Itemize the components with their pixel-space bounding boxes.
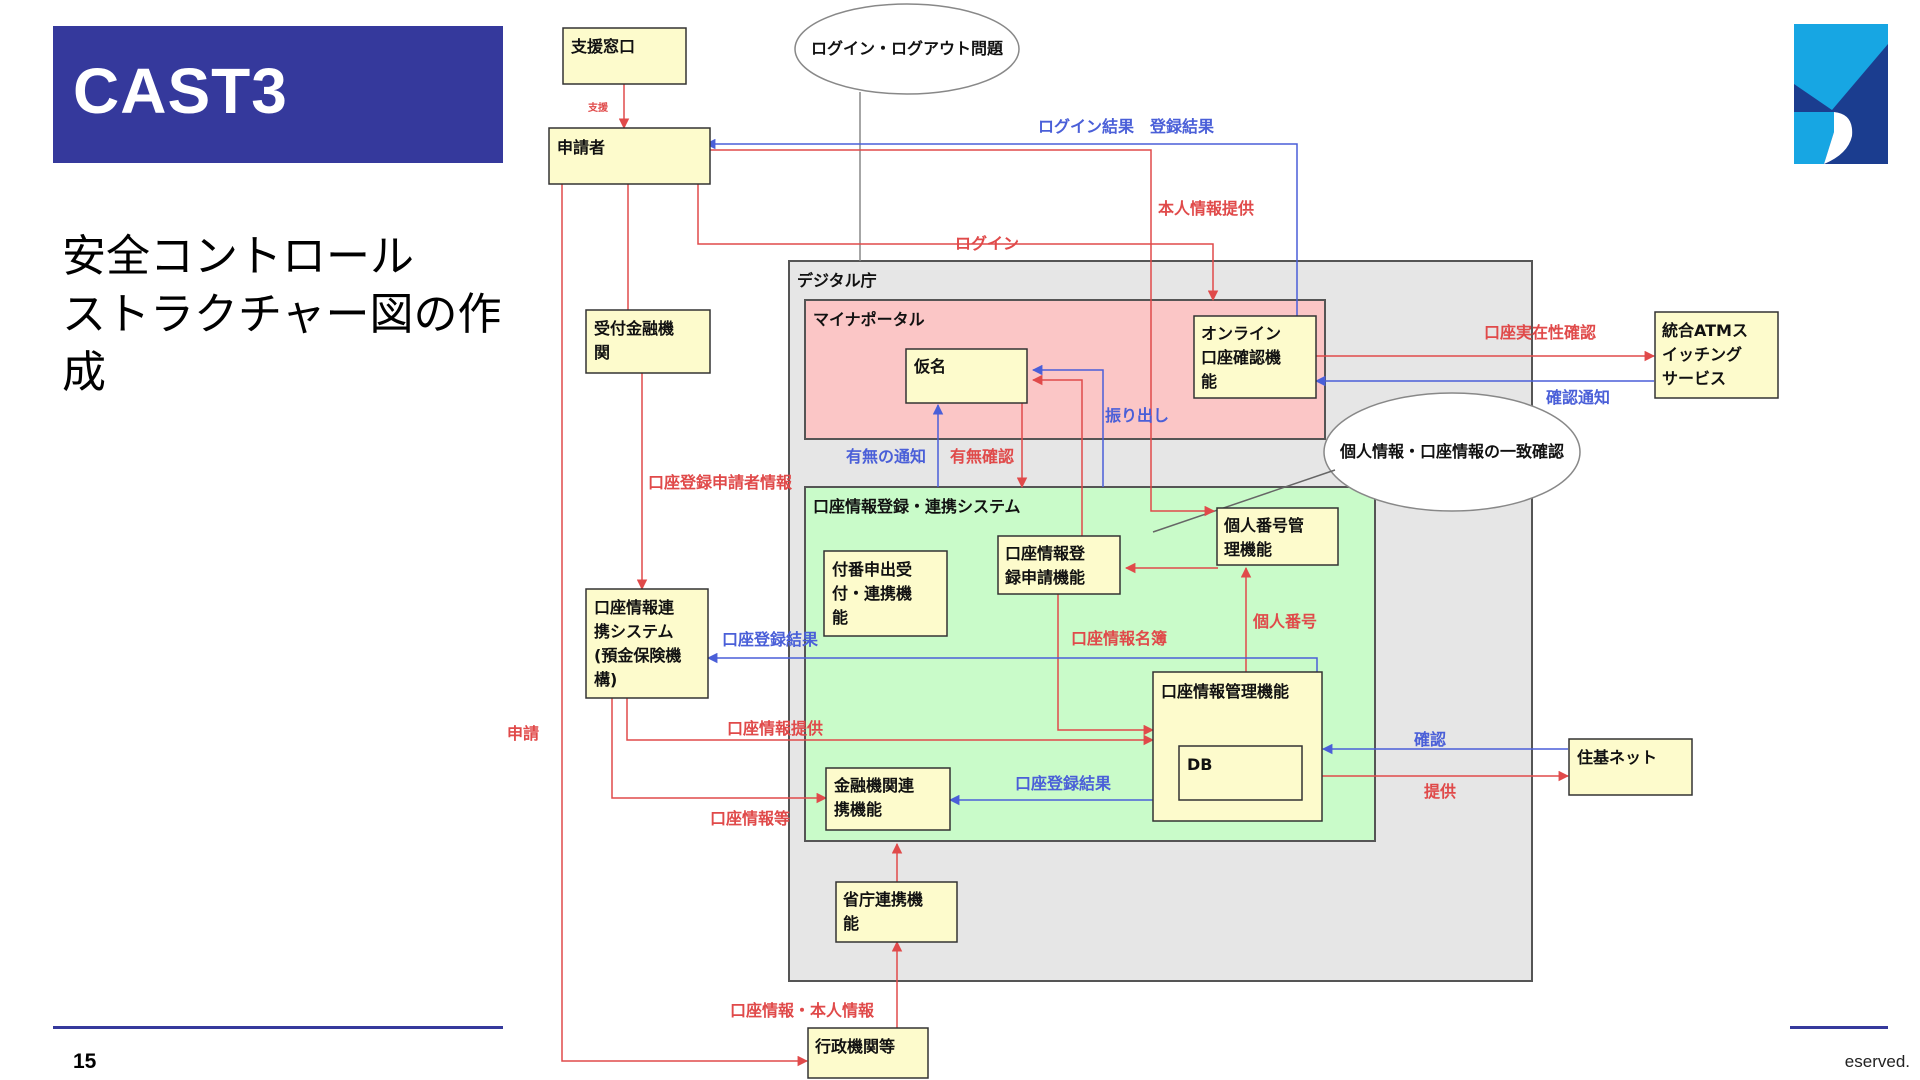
node-finlink-label-2: 携機能	[834, 800, 882, 819]
subtitle-line-1: 安全コントロール	[62, 231, 414, 282]
node-account-link-system: 口座情報連 携システム (預金保険機 構)	[585, 588, 709, 699]
edge-registration-kamei	[1031, 374, 1083, 536]
company-logo-icon	[1794, 24, 1888, 164]
edge-label-personal-info-provide: 本人情報提供	[1158, 199, 1254, 218]
edge-label-account-info-provide: 口座情報提供	[727, 719, 823, 738]
node-applicant-label: 申請者	[557, 138, 605, 157]
slide-title: CAST3	[73, 55, 288, 127]
edge-label-account-existence-check: 口座実在性確認	[1484, 323, 1596, 342]
edge-label-presence-notice: 有無の通知	[846, 447, 926, 466]
node-atm-label-2: イッチング	[1662, 345, 1742, 364]
edge-transfer	[1031, 364, 1104, 487]
node-mynumber-label-1: 個人番号管	[1223, 516, 1304, 535]
node-financial-link: 金融機関連 携機能	[825, 767, 951, 831]
account-system-label: 口座情報登録・連携システム	[813, 497, 1021, 516]
digital-agency-label: デジタル庁	[797, 271, 877, 290]
footer-rule-left	[53, 1026, 503, 1029]
node-jukinet-label: 住基ネット	[1577, 748, 1657, 767]
copyright-fragment: eserved.	[1844, 1052, 1910, 1071]
edge-label-presence-check: 有無確認	[950, 447, 1014, 466]
edge-label-account-info-etc: 口座情報等	[710, 809, 790, 828]
edge-label-account-name-list: 口座情報名簿	[1071, 629, 1167, 648]
node-account-link-label-3: (預金保険機	[594, 646, 681, 665]
node-account-link-label-1: 口座情報連	[594, 598, 675, 617]
node-numbering-label-3: 能	[832, 608, 848, 627]
node-admin-orgs: 行政機関等	[807, 1027, 929, 1079]
edge-label-personal-number: 個人番号	[1252, 612, 1317, 631]
slide-subtitle: 安全コントロール ストラクチャー図の作成	[62, 228, 522, 402]
node-registration-label-1: 口座情報登	[1005, 544, 1086, 563]
edge-login	[697, 184, 1219, 302]
node-online-check: オンライン 口座確認機 能	[1193, 315, 1317, 399]
node-account-link-label-4: 構)	[594, 670, 617, 689]
edge-login-result	[704, 138, 1298, 316]
subtitle-line-2: ストラクチャー図の作成	[62, 289, 502, 398]
node-admin-orgs-label: 行政機関等	[814, 1037, 895, 1056]
node-receiving-bank-label-1: 受付金融機	[594, 319, 674, 338]
node-db: DB	[1178, 745, 1303, 801]
edge-apply	[561, 184, 809, 1067]
node-kamei-label: 仮名	[913, 357, 946, 376]
edge-account-reg-result-1	[706, 652, 1318, 672]
edge-label-transfer: 振り出し	[1105, 406, 1169, 425]
node-registration: 口座情報登 録申請機能	[997, 535, 1121, 595]
node-support-desk: 支援窓口	[562, 27, 687, 85]
mynaportal-label: マイナポータル	[813, 310, 925, 329]
edge-label-account-reg-result-2: 口座登録結果	[1015, 774, 1111, 793]
page-number: 15	[73, 1050, 97, 1073]
node-ministry-label-1: 省庁連携機	[842, 890, 923, 909]
login-logout-ellipse-text: ログイン・ログアウト問題	[811, 39, 1004, 58]
consistency-ellipse-text: 個人情報・口座情報の一致確認	[1339, 442, 1564, 461]
edge-label-login: ログイン	[955, 234, 1019, 253]
node-ministry-label-2: 能	[843, 914, 859, 933]
edge-label-apply: 申請	[507, 724, 539, 743]
edge-label-account-personal-info: 口座情報・本人情報	[730, 1001, 875, 1020]
edge-label-account-reg-applicant-info: 口座登録申請者情報	[648, 473, 793, 492]
node-db-label: DB	[1187, 755, 1212, 774]
node-receiving-bank: 受付金融機 関	[585, 309, 711, 374]
edge-account-name-list	[1057, 584, 1155, 736]
edge-label-support: 支援	[587, 101, 609, 114]
node-receiving-bank-label-2: 関	[594, 343, 610, 362]
footer-rule-right	[1790, 1026, 1888, 1029]
edge-label-confirmation-notice: 確認通知	[1546, 388, 1610, 407]
node-mynumber-management: 個人番号管 理機能	[1216, 507, 1339, 566]
node-online-label-3: 能	[1201, 372, 1217, 391]
edge-personal-info-provide	[705, 149, 1216, 517]
node-jukinet: 住基ネット	[1568, 738, 1693, 796]
edge-label-login-result: ログイン結果 登録結果	[1038, 117, 1214, 136]
node-numbering-label-1: 付番申出受	[832, 560, 912, 579]
node-atm-label-1: 統合ATMス	[1662, 321, 1748, 340]
copyright-text: eserved.	[1790, 1052, 1910, 1076]
edge-account-info-etc	[611, 698, 828, 804]
node-management-label: 口座情報管理機能	[1161, 682, 1289, 701]
node-account-link-label-2: 携システム	[594, 622, 674, 641]
title-bar: CAST3	[53, 26, 503, 163]
edge-label-confirm: 確認	[1414, 730, 1446, 749]
node-numbering-label-2: 付・連携機	[832, 584, 912, 603]
node-online-label-2: 口座確認機	[1201, 348, 1281, 367]
node-mynumber-label-2: 理機能	[1224, 540, 1272, 559]
node-kamei: 仮名	[905, 348, 1028, 404]
edge-label-account-reg-result-1: 口座登録結果	[722, 630, 818, 649]
consistency-leader	[1152, 469, 1336, 533]
node-numbering: 付番申出受 付・連携機 能	[823, 550, 948, 637]
login-logout-ellipse	[794, 3, 1020, 95]
node-atm-switching: 統合ATMス イッチング サービス	[1654, 311, 1779, 399]
node-registration-label-2: 録申請機能	[1005, 568, 1085, 587]
node-ministry-link: 省庁連携機 能	[835, 881, 958, 943]
safety-control-structure-diagram: デジタル庁 マイナポータル 口座情報登録・連携システム ログイン・ログアウト問題…	[507, 3, 1779, 1079]
edge-account-info-provide	[626, 698, 1155, 746]
node-atm-label-3: サービス	[1662, 369, 1726, 388]
node-finlink-label-1: 金融機関連	[833, 776, 915, 795]
edge-label-provide: 提供	[1424, 782, 1456, 801]
consistency-ellipse	[1323, 392, 1581, 512]
node-online-label-1: オンライン	[1201, 324, 1281, 343]
node-support-desk-label: 支援窓口	[570, 37, 635, 56]
node-applicant: 申請者	[548, 127, 711, 185]
